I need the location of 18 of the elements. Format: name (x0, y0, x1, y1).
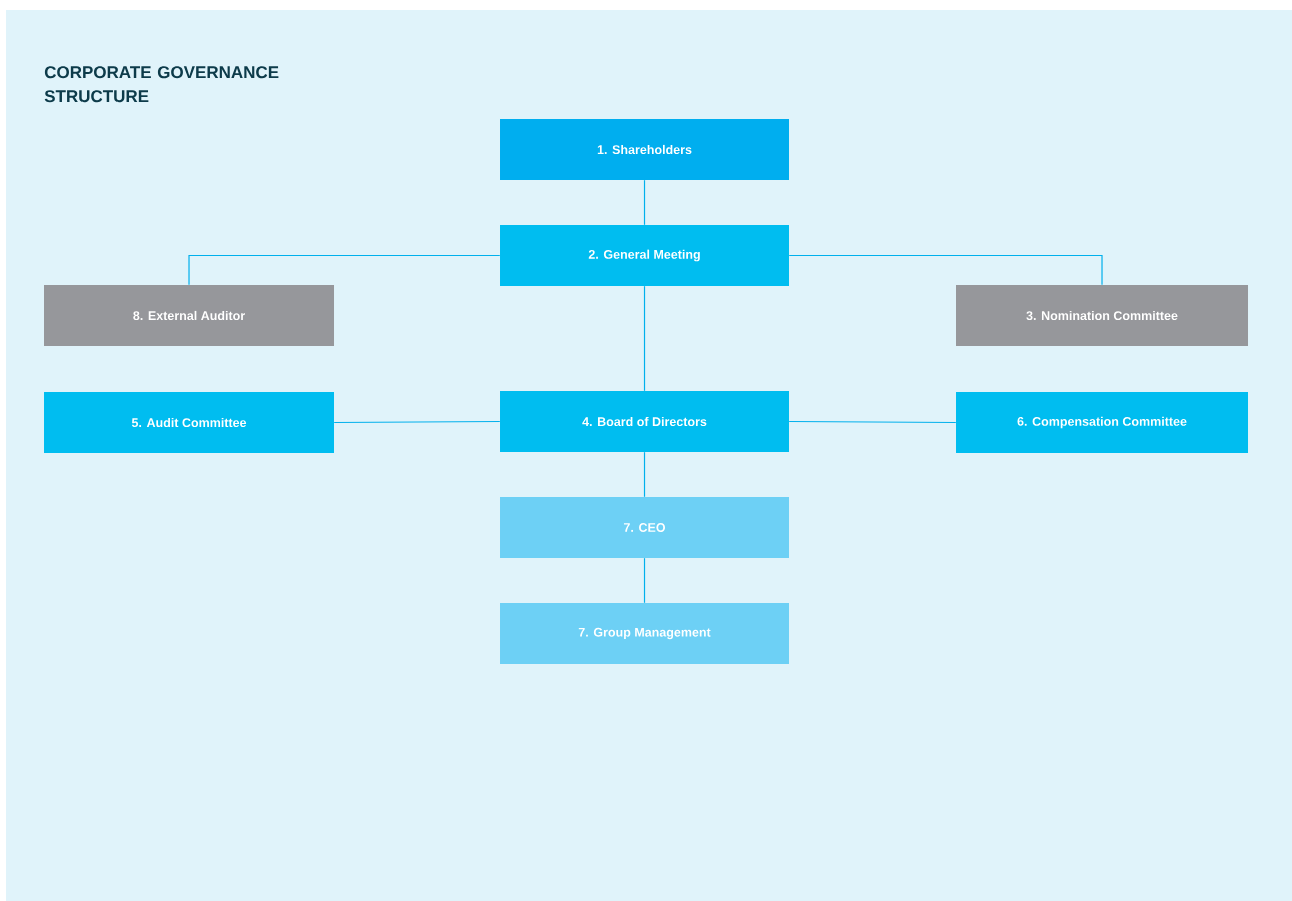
org-box: 4. Board of Directors (500, 391, 789, 452)
connector-line (643, 179, 646, 226)
org-box: 1. Shareholders (500, 119, 789, 180)
org-box: 8. External Auditor (44, 285, 334, 346)
connector-line (188, 254, 501, 286)
org-box: 6. Compensation Committee (956, 392, 1248, 453)
connector-line (788, 254, 1103, 286)
org-box: 5. Audit Committee (44, 392, 334, 453)
connector-line (643, 557, 646, 604)
org-box: 7. CEO (500, 497, 789, 558)
connector-line (333, 420, 501, 424)
connector-line (643, 285, 646, 392)
org-box: 3. Nomination Committee (956, 285, 1248, 346)
connector-line (788, 420, 957, 424)
title: CORPORATE GOVERNANCE STRUCTURE (44, 66, 279, 103)
org-box: 2. General Meeting (500, 225, 789, 286)
connector-line (643, 451, 646, 498)
org-box: 7. Group Management (500, 603, 789, 664)
